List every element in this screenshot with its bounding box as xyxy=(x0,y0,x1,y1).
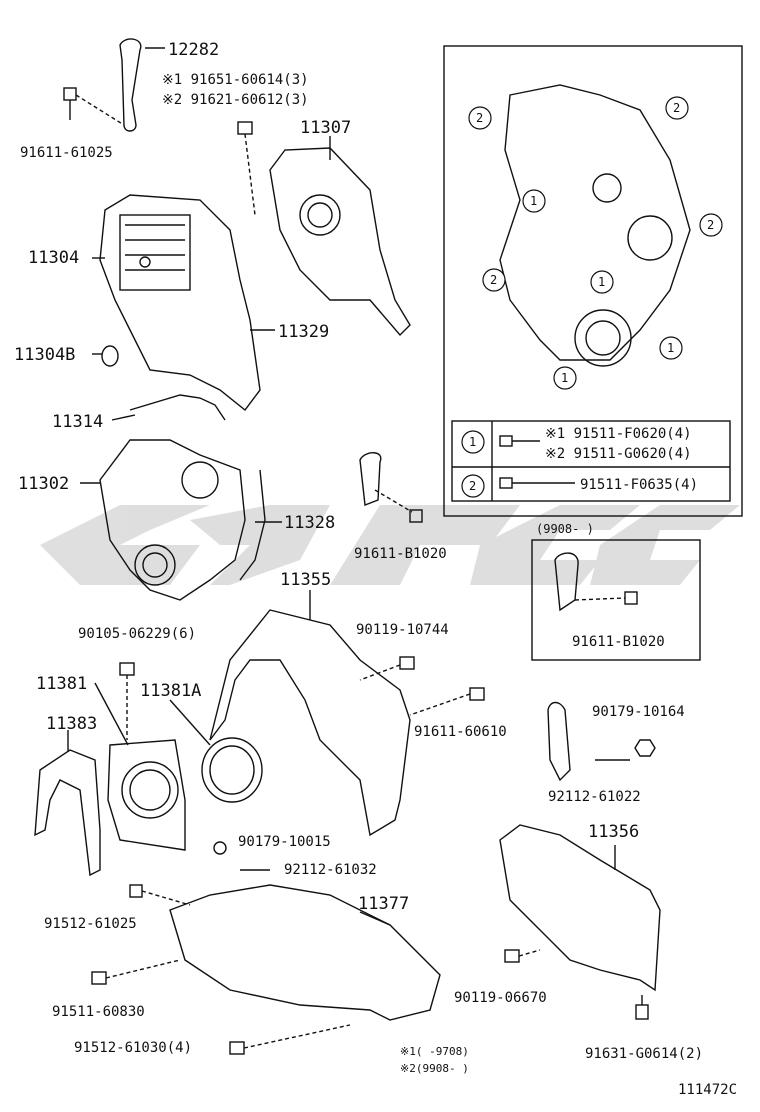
label-91611-61025: 91611-61025 xyxy=(20,145,113,161)
table-row2: 91511-F0635(4) xyxy=(580,477,699,493)
cover-11304 xyxy=(99,194,261,411)
label-11383: 11383 xyxy=(46,714,98,734)
label-11304: 11304 xyxy=(28,248,80,268)
figure-id: 111472C xyxy=(678,1082,738,1098)
bracket-b xyxy=(547,701,571,782)
footnote-1: ※1( -9708) xyxy=(400,1045,469,1058)
table-callout-1: 1 xyxy=(469,435,477,449)
label-11381: 11381 xyxy=(36,674,88,694)
label-91611-B1020-b: 91611-B1020 xyxy=(572,634,665,650)
seal-11381A xyxy=(201,737,263,803)
inset-callout-1: 1 xyxy=(561,371,569,385)
inset-9908-box xyxy=(531,539,701,661)
label-92112-61022: 92112-61022 xyxy=(548,789,641,805)
nut-90179-10015 xyxy=(213,841,227,855)
label-11377: 11377 xyxy=(358,894,410,914)
gasket-11383 xyxy=(34,749,101,877)
label-11356: 11356 xyxy=(588,822,640,842)
label-91611-B1020-a: 91611-B1020 xyxy=(354,546,447,562)
inset-callout-1: 1 xyxy=(530,194,538,208)
label-11329: 11329 xyxy=(278,322,330,342)
inset-callout-circles xyxy=(461,96,723,498)
cover-11307 xyxy=(269,147,411,337)
table-row1-a: ※1 91511-F0620(4) xyxy=(545,426,692,442)
line-art xyxy=(34,38,743,1055)
cover-11356 xyxy=(499,824,661,992)
label-90119-10744: 90119-10744 xyxy=(356,622,449,638)
label-91611-60610: 91611-60610 xyxy=(414,724,507,740)
bolt-91512-61025 xyxy=(129,884,191,906)
inset-callout-1: 1 xyxy=(598,275,606,289)
label-11307: 11307 xyxy=(300,118,352,138)
label-90105: 90105-06229(6) xyxy=(78,626,197,642)
label-11328: 11328 xyxy=(284,513,336,533)
bolt-91611-60610 xyxy=(409,687,485,716)
gasket-11328 xyxy=(239,469,266,581)
label-11304B: 11304B xyxy=(14,345,76,365)
bolt-91611-61025 xyxy=(63,87,125,126)
bracket-a xyxy=(359,452,382,506)
bolt-91512-61030 xyxy=(229,1024,351,1055)
bolt-91511-60830 xyxy=(91,959,181,985)
label-90179-10015: 90179-10015 xyxy=(238,834,331,850)
inset-callout-2: 2 xyxy=(707,218,715,232)
label-91621: ※2 91621-60612(3) xyxy=(162,92,309,108)
label-9908-range: (9908- ) xyxy=(536,522,594,536)
label-92112-61032: 92112-61032 xyxy=(284,862,377,878)
inset-panel xyxy=(443,45,743,517)
bolt-90105 xyxy=(119,662,135,740)
plug-11304B xyxy=(101,345,119,367)
label-91512-61025: 91512-61025 xyxy=(44,916,137,932)
label-91512-61030: 91512-61030(4) xyxy=(74,1040,193,1056)
label-91651: ※1 91651-60614(3) xyxy=(162,72,309,88)
inset-callout-2: 2 xyxy=(490,273,498,287)
cover-11302 xyxy=(99,439,246,601)
label-11302: 11302 xyxy=(18,474,70,494)
gasket-11314 xyxy=(129,394,226,421)
bolt-90119-06670 xyxy=(504,949,541,963)
table-callout-2: 2 xyxy=(469,479,477,493)
plate-11355 xyxy=(209,609,411,837)
label-91511-60830: 91511-60830 xyxy=(52,1004,145,1020)
footnote-2: ※2(9908- ) xyxy=(400,1062,469,1075)
label-90119-06670: 90119-06670 xyxy=(454,990,547,1006)
inset-callout-2: 2 xyxy=(476,111,484,125)
table-row1-b: ※2 91511-G0620(4) xyxy=(545,446,692,462)
watermark-logo xyxy=(40,505,740,585)
label-11314: 11314 xyxy=(52,412,104,432)
inset-callout-1: 1 xyxy=(667,341,675,355)
label-91631-G0614: 91631-G0614(2) xyxy=(585,1046,704,1062)
label-12282: 12282 xyxy=(168,40,220,60)
inset-callout-2: 2 xyxy=(673,101,681,115)
label-11381A: 11381A xyxy=(140,681,202,701)
bracket-12282 xyxy=(119,38,142,132)
bolt-90119-10744 xyxy=(359,656,415,681)
retainer-11381 xyxy=(107,739,186,851)
label-11355: 11355 xyxy=(280,570,332,590)
inset-table xyxy=(451,420,731,502)
plate-11377 xyxy=(169,884,441,1021)
label-90179-10164: 90179-10164 xyxy=(592,704,685,720)
bolt-91631 xyxy=(635,995,649,1020)
